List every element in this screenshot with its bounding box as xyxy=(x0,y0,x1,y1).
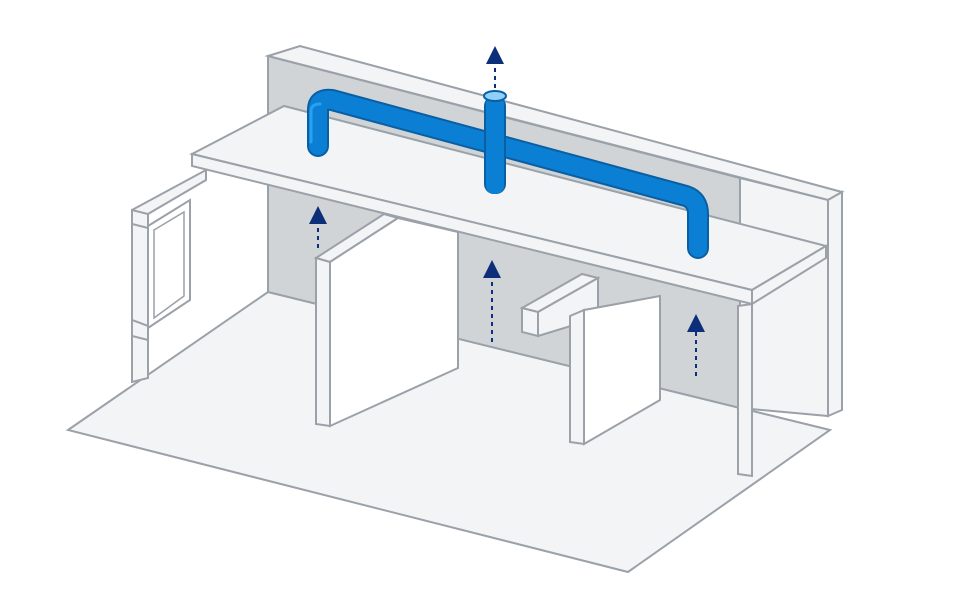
floor xyxy=(65,290,833,574)
exhaust-duct xyxy=(307,88,709,259)
side-window-frame xyxy=(131,168,207,384)
partition-right xyxy=(519,272,661,446)
front-corner-pillar xyxy=(737,302,753,478)
ceiling-shelf xyxy=(189,104,829,306)
airflow-arrow-stack-outlet xyxy=(486,46,504,88)
airflow-arrow-bay-left xyxy=(309,206,327,248)
airflow-arrow-bay-middle xyxy=(483,260,501,342)
right-wall-edge xyxy=(827,190,843,418)
airflow-arrow-bay-right xyxy=(687,314,705,376)
partition-left xyxy=(313,212,459,428)
vertical-stack xyxy=(483,90,507,194)
